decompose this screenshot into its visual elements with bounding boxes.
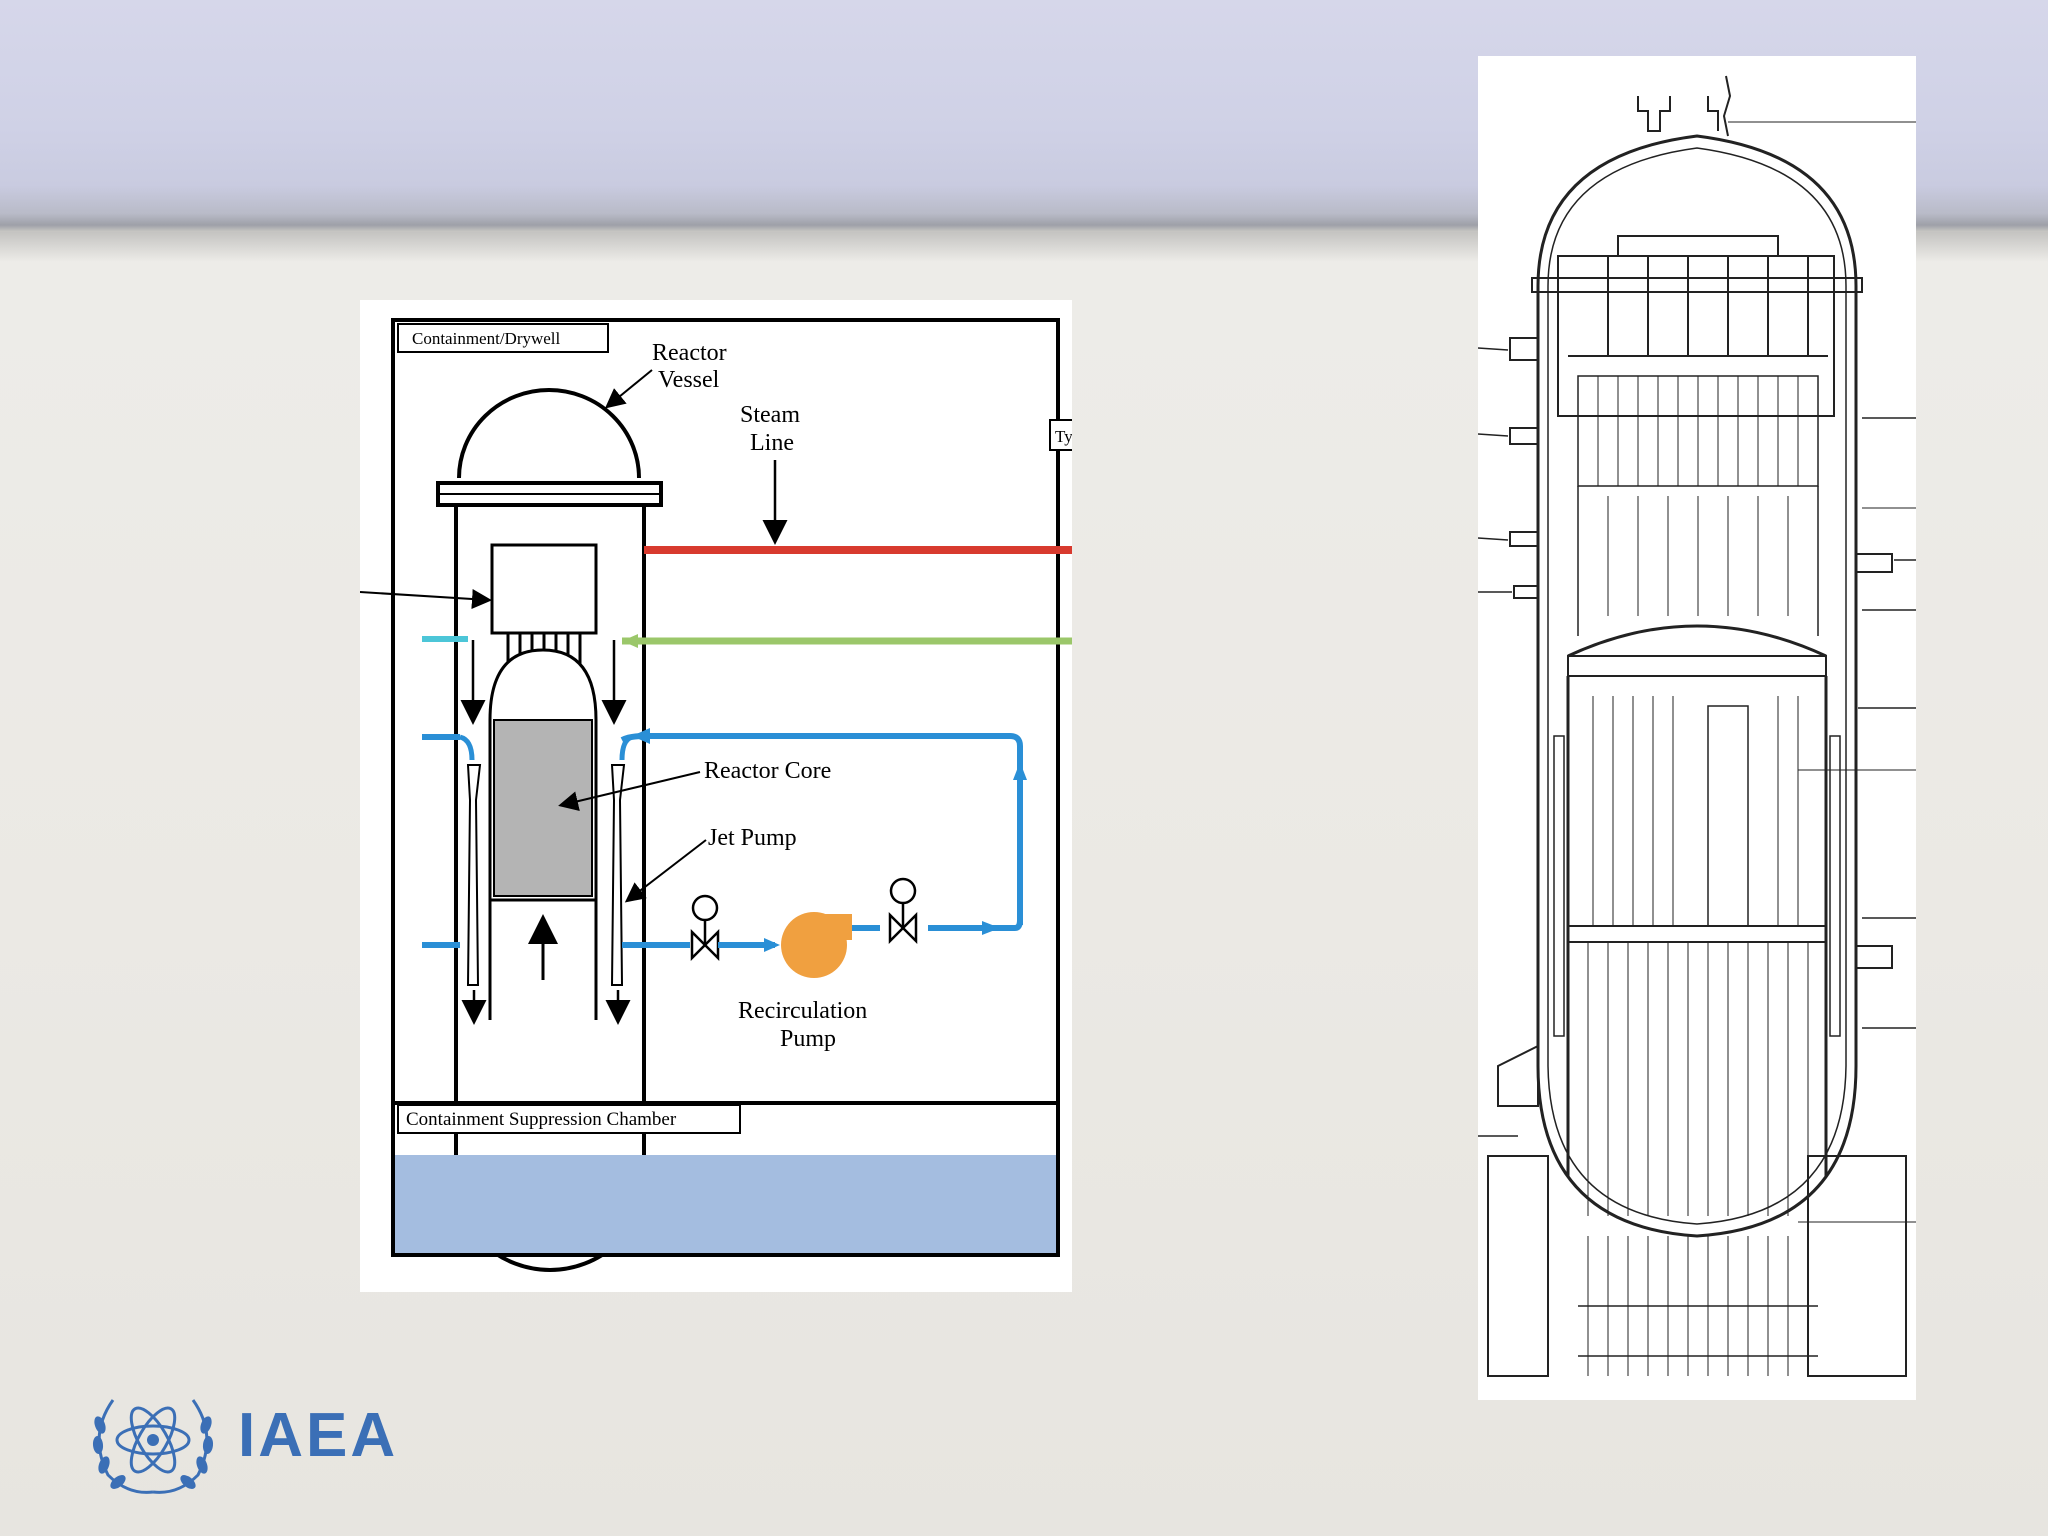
suppression-pool — [395, 1155, 1056, 1253]
recirculation-pump-label-1: Recirculation — [738, 998, 867, 1024]
suppression-chamber-label: Containment Suppression Chamber — [406, 1109, 677, 1130]
steam-line-label-1: Steam — [740, 402, 800, 428]
recirc-corner — [1014, 919, 1023, 931]
recirc-return-arrowhead — [632, 728, 650, 744]
containment-drywell-label: Containment/Drywell — [412, 329, 561, 348]
feedwater-arrowhead — [622, 634, 638, 648]
recirc-stub-curve-left — [459, 734, 475, 761]
recirc-arrowhead — [982, 921, 1000, 935]
un-emblem-icon — [92, 1399, 214, 1494]
rpv-svg — [1477, 75, 1916, 1377]
reactor-core — [493, 719, 593, 897]
recirculation-pump-label-2: Pump — [780, 1026, 836, 1052]
leader-dryer — [359, 589, 492, 609]
reactor-core-label: Reactor Core — [704, 758, 831, 784]
isolation-valve-2 — [888, 877, 918, 945]
rpv-cutaway-drawing — [1477, 56, 1916, 1400]
iaea-wordmark: IAEA — [238, 1401, 399, 1470]
jet-pump-right — [610, 764, 626, 986]
drywell-outline — [391, 318, 1060, 1257]
iaea-logo: IAEA — [78, 1380, 438, 1500]
truncated-label: Ty — [1055, 427, 1072, 446]
jet-pump-left — [466, 764, 482, 986]
bwr-schematic-diagram: Containment/Drywell Ty — [359, 300, 1081, 1292]
recirc-stub-curve-right — [619, 734, 633, 761]
vessel-head — [457, 388, 641, 479]
leader-core — [558, 771, 701, 812]
recirc-up-arrowhead — [1013, 762, 1027, 780]
jet-pump-label: Jet Pump — [708, 825, 797, 851]
steam-dryer — [490, 543, 598, 635]
recirc-arrowhead — [764, 938, 780, 952]
steam-line-label-2: Line — [750, 430, 794, 456]
leader-vessel — [604, 369, 653, 409]
reactor-vessel-label-2: Vessel — [658, 367, 720, 393]
recirculation-pump — [781, 912, 852, 978]
isolation-valve-1 — [690, 894, 746, 962]
schematic-svg: Containment/Drywell Ty — [359, 318, 1081, 1272]
reactor-vessel-label-1: Reactor — [652, 340, 727, 366]
leader-jet-pump — [624, 839, 707, 903]
suppression-label-box — [397, 1104, 741, 1134]
drywell-label-box — [397, 323, 609, 353]
